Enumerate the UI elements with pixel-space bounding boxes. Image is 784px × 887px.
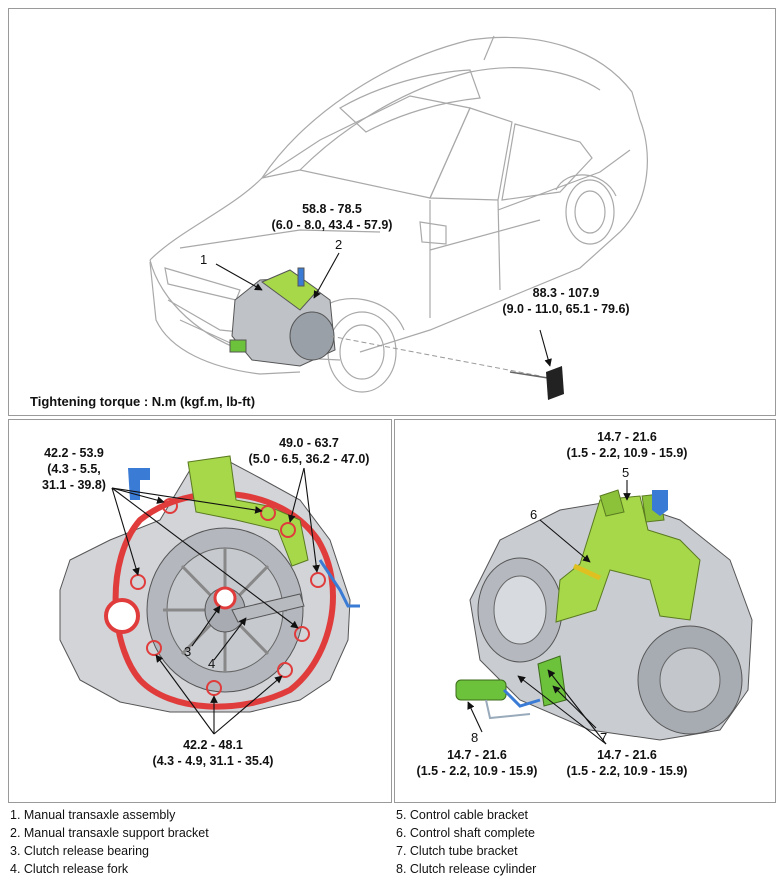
top-panel: [8, 8, 776, 416]
torque-alt-units: (4.3 - 4.9, 31.1 - 35.4): [152, 754, 274, 768]
legend-item: 1. Manual transaxle assembly: [10, 808, 176, 822]
torque-label-housing-lower: 42.2 - 48.1 (4.3 - 4.9, 31.1 - 35.4): [140, 737, 286, 769]
bell-housing-drawing: [59, 455, 360, 713]
torque-label-transaxle-mount: 58.8 - 78.5 (6.0 - 8.0, 43.4 - 57.9): [262, 201, 402, 233]
torque-alt-units: 31.1 - 39.8): [42, 478, 106, 492]
torque-alt-units: (1.5 - 2.2, 10.9 - 15.9): [416, 764, 538, 778]
torque-alt-units: (6.0 - 8.0, 43.4 - 57.9): [271, 218, 393, 232]
transaxle-in-car-drawing: [229, 267, 336, 367]
torque-range: 42.2 - 53.9: [44, 446, 104, 460]
torque-label-bracket: 49.0 - 63.7 (5.0 - 6.5, 36.2 - 47.0): [236, 435, 382, 467]
callout-3: 3: [184, 644, 192, 659]
callout-7: 7: [600, 730, 608, 745]
legend-item: 7. Clutch tube bracket: [396, 844, 518, 858]
torque-label-tube-bracket: 14.7 - 21.6 (1.5 - 2.2, 10.9 - 15.9): [552, 747, 702, 779]
torque-alt-units: (9.0 - 11.0, 65.1 - 79.6): [502, 302, 630, 316]
callout-4: 4: [208, 656, 216, 671]
torque-label-ground-bolt: 88.3 - 107.9 (9.0 - 11.0, 65.1 - 79.6): [484, 285, 648, 317]
callout-2: 2: [335, 237, 343, 252]
torque-label-housing-upper: 42.2 - 53.9 (4.3 - 5.5, 31.1 - 39.8): [36, 445, 112, 493]
legend-right: 5. Control cable bracket 6. Control shaf…: [396, 806, 536, 878]
torque-range: 14.7 - 21.6: [597, 748, 657, 762]
torque-alt-units: (1.5 - 2.2, 10.9 - 15.9): [566, 446, 688, 460]
torque-range: 88.3 - 107.9: [532, 286, 600, 300]
torque-alt-units: (5.0 - 6.5, 36.2 - 47.0): [248, 452, 370, 466]
callout-6: 6: [530, 507, 538, 522]
tightening-torque-note: Tightening torque : N.m (kgf.m, lb-ft): [30, 394, 256, 409]
car-outline-drawing: [149, 35, 648, 393]
legend-item: 3. Clutch release bearing: [10, 844, 149, 858]
legend-item: 4. Clutch release fork: [10, 862, 129, 876]
torque-range: 58.8 - 78.5: [302, 202, 362, 216]
transaxle-assembly-drawing: [455, 489, 753, 741]
torque-range: 49.0 - 63.7: [279, 436, 339, 450]
torque-range: 42.2 - 48.1: [183, 738, 243, 752]
legend-item: 5. Control cable bracket: [396, 808, 529, 822]
torque-alt-units: (4.3 - 5.5,: [47, 462, 101, 476]
callout-5: 5: [622, 465, 630, 480]
torque-range: 14.7 - 21.6: [447, 748, 507, 762]
torque-label-release-cylinder: 14.7 - 21.6 (1.5 - 2.2, 10.9 - 15.9): [402, 747, 552, 779]
legend-item: 2. Manual transaxle support bracket: [10, 826, 209, 840]
legend-item: 8. Clutch release cylinder: [396, 862, 537, 876]
torque-label-cable-bracket: 14.7 - 21.6 (1.5 - 2.2, 10.9 - 15.9): [552, 429, 702, 461]
legend-item: 6. Control shaft complete: [396, 826, 535, 840]
callout-8: 8: [471, 730, 479, 745]
torque-range: 14.7 - 21.6: [597, 430, 657, 444]
legend-left: 1. Manual transaxle assembly 2. Manual t…: [10, 806, 209, 878]
ground-cable-drawing: [329, 335, 564, 400]
callout-1: 1: [200, 252, 208, 267]
torque-alt-units: (1.5 - 2.2, 10.9 - 15.9): [566, 764, 688, 778]
